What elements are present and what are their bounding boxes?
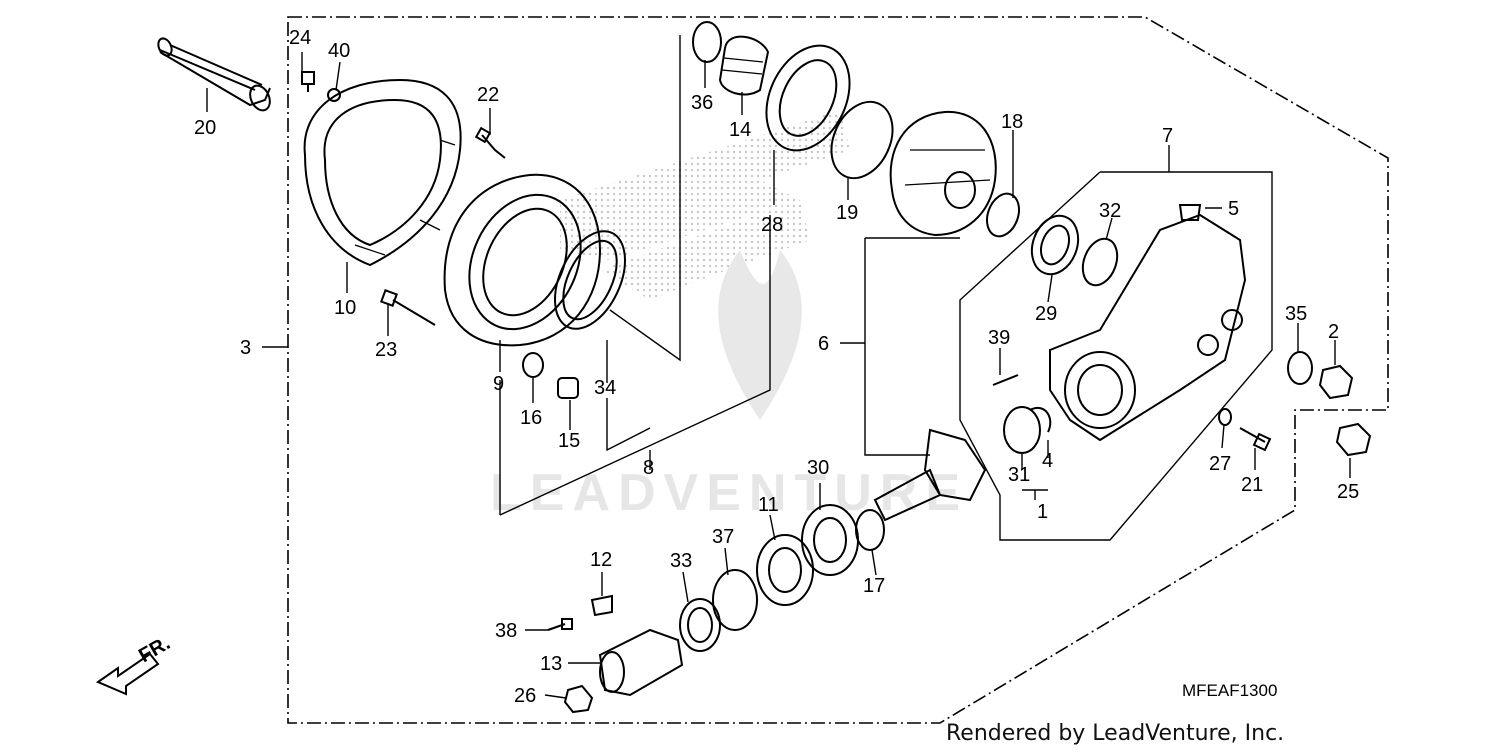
callout-3: 3 bbox=[240, 337, 251, 359]
callout-4: 4 bbox=[1042, 450, 1053, 472]
watermark-text: LEADVENTURE bbox=[490, 464, 968, 522]
part-2-nut[interactable] bbox=[1318, 364, 1354, 400]
part-35-o-ring[interactable] bbox=[1287, 351, 1313, 385]
part-5-cap[interactable] bbox=[1178, 204, 1202, 221]
flame-watermark-logo bbox=[718, 250, 802, 420]
part-22-bolt[interactable] bbox=[474, 126, 506, 159]
frame-assembly-3 bbox=[287, 16, 1389, 724]
part-4-clip[interactable] bbox=[1029, 407, 1052, 433]
callout-1: 1 bbox=[1037, 501, 1048, 523]
callout-12: 12 bbox=[590, 549, 612, 571]
callout-2: 2 bbox=[1328, 321, 1339, 343]
callout-38: 38 bbox=[495, 620, 517, 642]
part-25-nut[interactable] bbox=[1335, 422, 1372, 457]
callout-24: 24 bbox=[289, 27, 311, 49]
callout-13: 13 bbox=[540, 653, 562, 675]
part-29-bearing[interactable] bbox=[1024, 209, 1086, 280]
diagram-code: MFEAF1300 bbox=[1182, 681, 1277, 700]
callout-28: 28 bbox=[761, 214, 783, 236]
part-34-oil-seal[interactable] bbox=[541, 220, 639, 340]
frame-assembly-6 bbox=[864, 237, 960, 456]
part-30-bearing[interactable] bbox=[801, 504, 859, 576]
callout-11: 11 bbox=[758, 494, 779, 516]
watermark: LEADVENTURE bbox=[490, 110, 968, 522]
part-40-washer[interactable] bbox=[327, 88, 341, 102]
callout-labels: 1 2 3 4 5 6 7 8 9 10 11 12 13 14 15 16 1… bbox=[194, 27, 1359, 707]
callout-15: 15 bbox=[558, 430, 580, 452]
callout-9: 9 bbox=[493, 373, 504, 395]
callout-35: 35 bbox=[1285, 303, 1307, 325]
callout-20: 20 bbox=[194, 117, 216, 139]
callout-14: 14 bbox=[729, 119, 751, 141]
callout-40: 40 bbox=[328, 40, 350, 62]
part-13-joint[interactable] bbox=[598, 628, 684, 697]
arrow-icon bbox=[95, 652, 160, 696]
callout-8: 8 bbox=[643, 457, 654, 479]
callout-27: 27 bbox=[1209, 453, 1231, 475]
wing-watermark-logo bbox=[560, 110, 850, 260]
part-6-ring-gear[interactable] bbox=[889, 110, 997, 237]
part-19-snap-ring[interactable] bbox=[820, 92, 905, 188]
part-12-stopper[interactable] bbox=[590, 594, 613, 617]
callout-17: 17 bbox=[863, 575, 885, 597]
part-7-gear-case[interactable] bbox=[1049, 213, 1247, 442]
callout-32: 32 bbox=[1099, 200, 1121, 222]
callout-37: 37 bbox=[712, 526, 734, 548]
part-21-bolt[interactable] bbox=[1239, 427, 1272, 452]
part-36-o-ring[interactable] bbox=[692, 21, 722, 63]
callout-19: 19 bbox=[836, 202, 858, 224]
callout-16: 16 bbox=[520, 407, 542, 429]
callout-7: 7 bbox=[1162, 125, 1173, 147]
part-15-plug[interactable] bbox=[557, 377, 579, 399]
part-24-bolt[interactable] bbox=[301, 71, 315, 92]
part-pinion-gear[interactable] bbox=[873, 428, 987, 522]
callout-31: 31 bbox=[1008, 464, 1030, 486]
frame-assembly-28 bbox=[609, 35, 681, 362]
callout-10: 10 bbox=[334, 297, 356, 319]
callout-33: 33 bbox=[670, 550, 692, 572]
part-33-oil-seal[interactable] bbox=[679, 598, 721, 652]
callout-22: 22 bbox=[477, 84, 499, 106]
callout-29: 29 bbox=[1035, 303, 1057, 325]
front-direction-arrow: FR. bbox=[95, 632, 174, 696]
part-14-boot[interactable] bbox=[718, 35, 770, 96]
callout-26: 26 bbox=[514, 685, 536, 707]
wing-watermark-logo-2 bbox=[600, 200, 810, 300]
callout-6: 6 bbox=[818, 333, 829, 355]
part-39-stud[interactable] bbox=[992, 374, 1019, 386]
part-20-pin[interactable] bbox=[156, 36, 274, 113]
part-38-bolt[interactable] bbox=[547, 618, 573, 631]
callout-25: 25 bbox=[1337, 481, 1359, 503]
callout-18: 18 bbox=[1001, 111, 1023, 133]
callout-5: 5 bbox=[1228, 198, 1239, 220]
leader-lines bbox=[206, 52, 1351, 699]
render-credit: Rendered by LeadVenture, Inc. bbox=[946, 721, 1284, 746]
callout-23: 23 bbox=[375, 339, 397, 361]
part-32-seal[interactable] bbox=[1077, 234, 1123, 290]
callout-30: 30 bbox=[807, 457, 829, 479]
part-10-brake-shoe[interactable] bbox=[303, 78, 462, 267]
part-11-nut[interactable] bbox=[756, 534, 814, 606]
frame-assembly-8 bbox=[499, 215, 771, 516]
part-28-bearing[interactable] bbox=[750, 32, 865, 164]
part-16-washer[interactable] bbox=[522, 352, 544, 378]
callout-39: 39 bbox=[988, 327, 1010, 349]
part-18-shim[interactable] bbox=[981, 189, 1024, 241]
callout-21: 21 bbox=[1241, 474, 1263, 496]
part-31-needle-bearing[interactable] bbox=[1003, 406, 1041, 454]
callout-34: 34 bbox=[594, 377, 616, 399]
part-37-o-ring[interactable] bbox=[712, 569, 758, 631]
part-27-washer[interactable] bbox=[1218, 408, 1232, 426]
part-26-nut[interactable] bbox=[563, 684, 594, 714]
part-23-bolt[interactable] bbox=[380, 289, 436, 326]
callout-36: 36 bbox=[691, 92, 713, 114]
frame-assembly-7 bbox=[959, 171, 1273, 541]
